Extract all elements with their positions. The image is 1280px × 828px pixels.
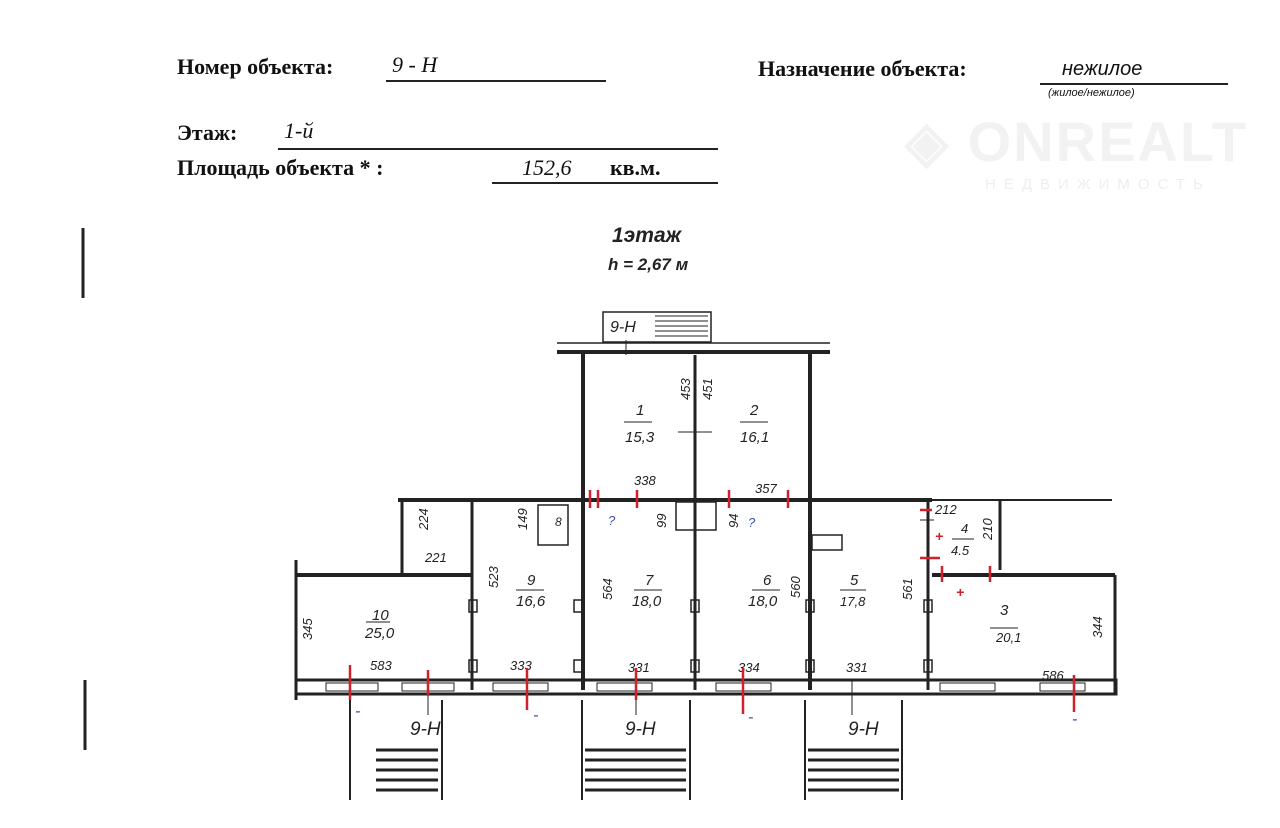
dimension: 99 xyxy=(654,514,669,528)
svg-text:1: 1 xyxy=(636,402,644,419)
svg-text:18,0: 18,0 xyxy=(632,593,662,610)
dimensions: 453 451 338 357 224 149 99 94 212 210 22… xyxy=(300,378,1105,683)
svg-text:5: 5 xyxy=(850,572,859,589)
object-label: 9-Н xyxy=(848,719,879,740)
plus-mark: + xyxy=(956,584,964,600)
dimension: 561 xyxy=(900,578,915,600)
svg-text:16,1: 16,1 xyxy=(740,429,769,446)
purpose-label: Назначение объекта: xyxy=(758,56,967,81)
object-label: 9-Н xyxy=(625,719,656,740)
svg-text:2: 2 xyxy=(749,402,759,419)
area-underline xyxy=(492,182,718,184)
floor-value: 1-й xyxy=(284,118,314,143)
svg-text:4: 4 xyxy=(961,521,968,536)
walls xyxy=(294,311,1118,800)
dimension: 224 xyxy=(416,508,431,531)
object-number-value: 9 - Н xyxy=(392,52,438,77)
room-7: 718,0 xyxy=(632,572,662,610)
minus-mark: - xyxy=(355,703,360,720)
object-label: 9-Н xyxy=(610,319,636,336)
dimension: 451 xyxy=(700,378,715,400)
dimension: 334 xyxy=(738,660,760,675)
plus-marks: + + xyxy=(935,528,964,600)
plus-mark: + xyxy=(935,528,943,544)
minus-marks: - - - - xyxy=(355,703,1077,728)
svg-text:15,3: 15,3 xyxy=(625,429,655,446)
dimension: 331 xyxy=(846,660,868,675)
dimension: 560 xyxy=(788,576,803,598)
svg-text:10: 10 xyxy=(372,607,389,624)
dimension: 357 xyxy=(755,481,777,496)
watermark-subtitle: НЕДВИЖИМОСТЬ xyxy=(985,176,1211,193)
svg-text:20,1: 20,1 xyxy=(995,630,1021,645)
svg-text:18,0: 18,0 xyxy=(748,593,778,610)
svg-text:7: 7 xyxy=(645,572,654,589)
dimension: 94 xyxy=(726,514,741,528)
object-number-label: Номер объекта: xyxy=(177,54,334,79)
dimension: 331 xyxy=(628,660,650,675)
question-mark: ? xyxy=(748,515,756,530)
dimension: 221 xyxy=(424,550,447,565)
dimension: 345 xyxy=(300,618,315,640)
dimension: 586 xyxy=(1042,668,1064,683)
svg-text:9: 9 xyxy=(527,572,536,589)
dimension: 338 xyxy=(634,473,656,488)
object-number-underline xyxy=(386,80,606,82)
room-1: 115,3 xyxy=(624,402,655,446)
object-label: 9-Н xyxy=(410,719,441,740)
room-5: 517,8 xyxy=(840,572,866,609)
room-2: 216,1 xyxy=(740,402,769,446)
question-mark: ? xyxy=(608,513,616,528)
dimension: 149 xyxy=(515,508,530,530)
floor-label: Этаж: xyxy=(177,120,238,145)
wc-label: 8 xyxy=(555,515,562,529)
dimension: 564 xyxy=(600,578,615,600)
area-value: 152,6 xyxy=(522,155,572,180)
room-labels: 115,3 216,1 320,1 44.5 517,8 618,0 718,0… xyxy=(364,402,1021,645)
dimension: 453 xyxy=(678,378,693,400)
watermark-logo: ◈ ONREALT xyxy=(905,110,1249,173)
svg-text:17,8: 17,8 xyxy=(840,594,866,609)
dimension: 523 xyxy=(486,566,501,588)
dimension: 583 xyxy=(370,658,392,673)
minus-mark: - xyxy=(748,709,753,726)
purpose-hint: (жилое/нежилое) xyxy=(1048,87,1135,99)
room-3: 320,1 xyxy=(990,602,1021,645)
room-4: 44.5 xyxy=(951,521,974,558)
floor-underline xyxy=(278,148,718,150)
plan-height: h = 2,67 м xyxy=(608,255,689,274)
room-9: 916,6 xyxy=(516,572,546,610)
red-marks xyxy=(348,490,1076,714)
area-unit: кв.м. xyxy=(610,155,661,180)
minus-mark: - xyxy=(533,707,538,724)
svg-text:4.5: 4.5 xyxy=(951,543,970,558)
svg-text:25,0: 25,0 xyxy=(364,625,395,642)
dimension: 344 xyxy=(1090,616,1105,638)
dimension: 212 xyxy=(934,502,957,517)
watermark-brand: ONREALT xyxy=(967,110,1249,173)
purpose-value: нежилое xyxy=(1062,58,1143,80)
area-label: Площадь объекта * : xyxy=(177,155,384,180)
dimension: 210 xyxy=(980,518,995,541)
plan-title: 1этаж xyxy=(612,224,683,247)
dimension: 333 xyxy=(510,658,532,673)
svg-text:3: 3 xyxy=(1000,602,1009,619)
purpose-underline xyxy=(1040,83,1228,85)
svg-text:6: 6 xyxy=(763,572,772,589)
svg-text:16,6: 16,6 xyxy=(516,593,546,610)
minus-mark: - xyxy=(1072,711,1077,728)
room-6: 618,0 xyxy=(748,572,780,610)
